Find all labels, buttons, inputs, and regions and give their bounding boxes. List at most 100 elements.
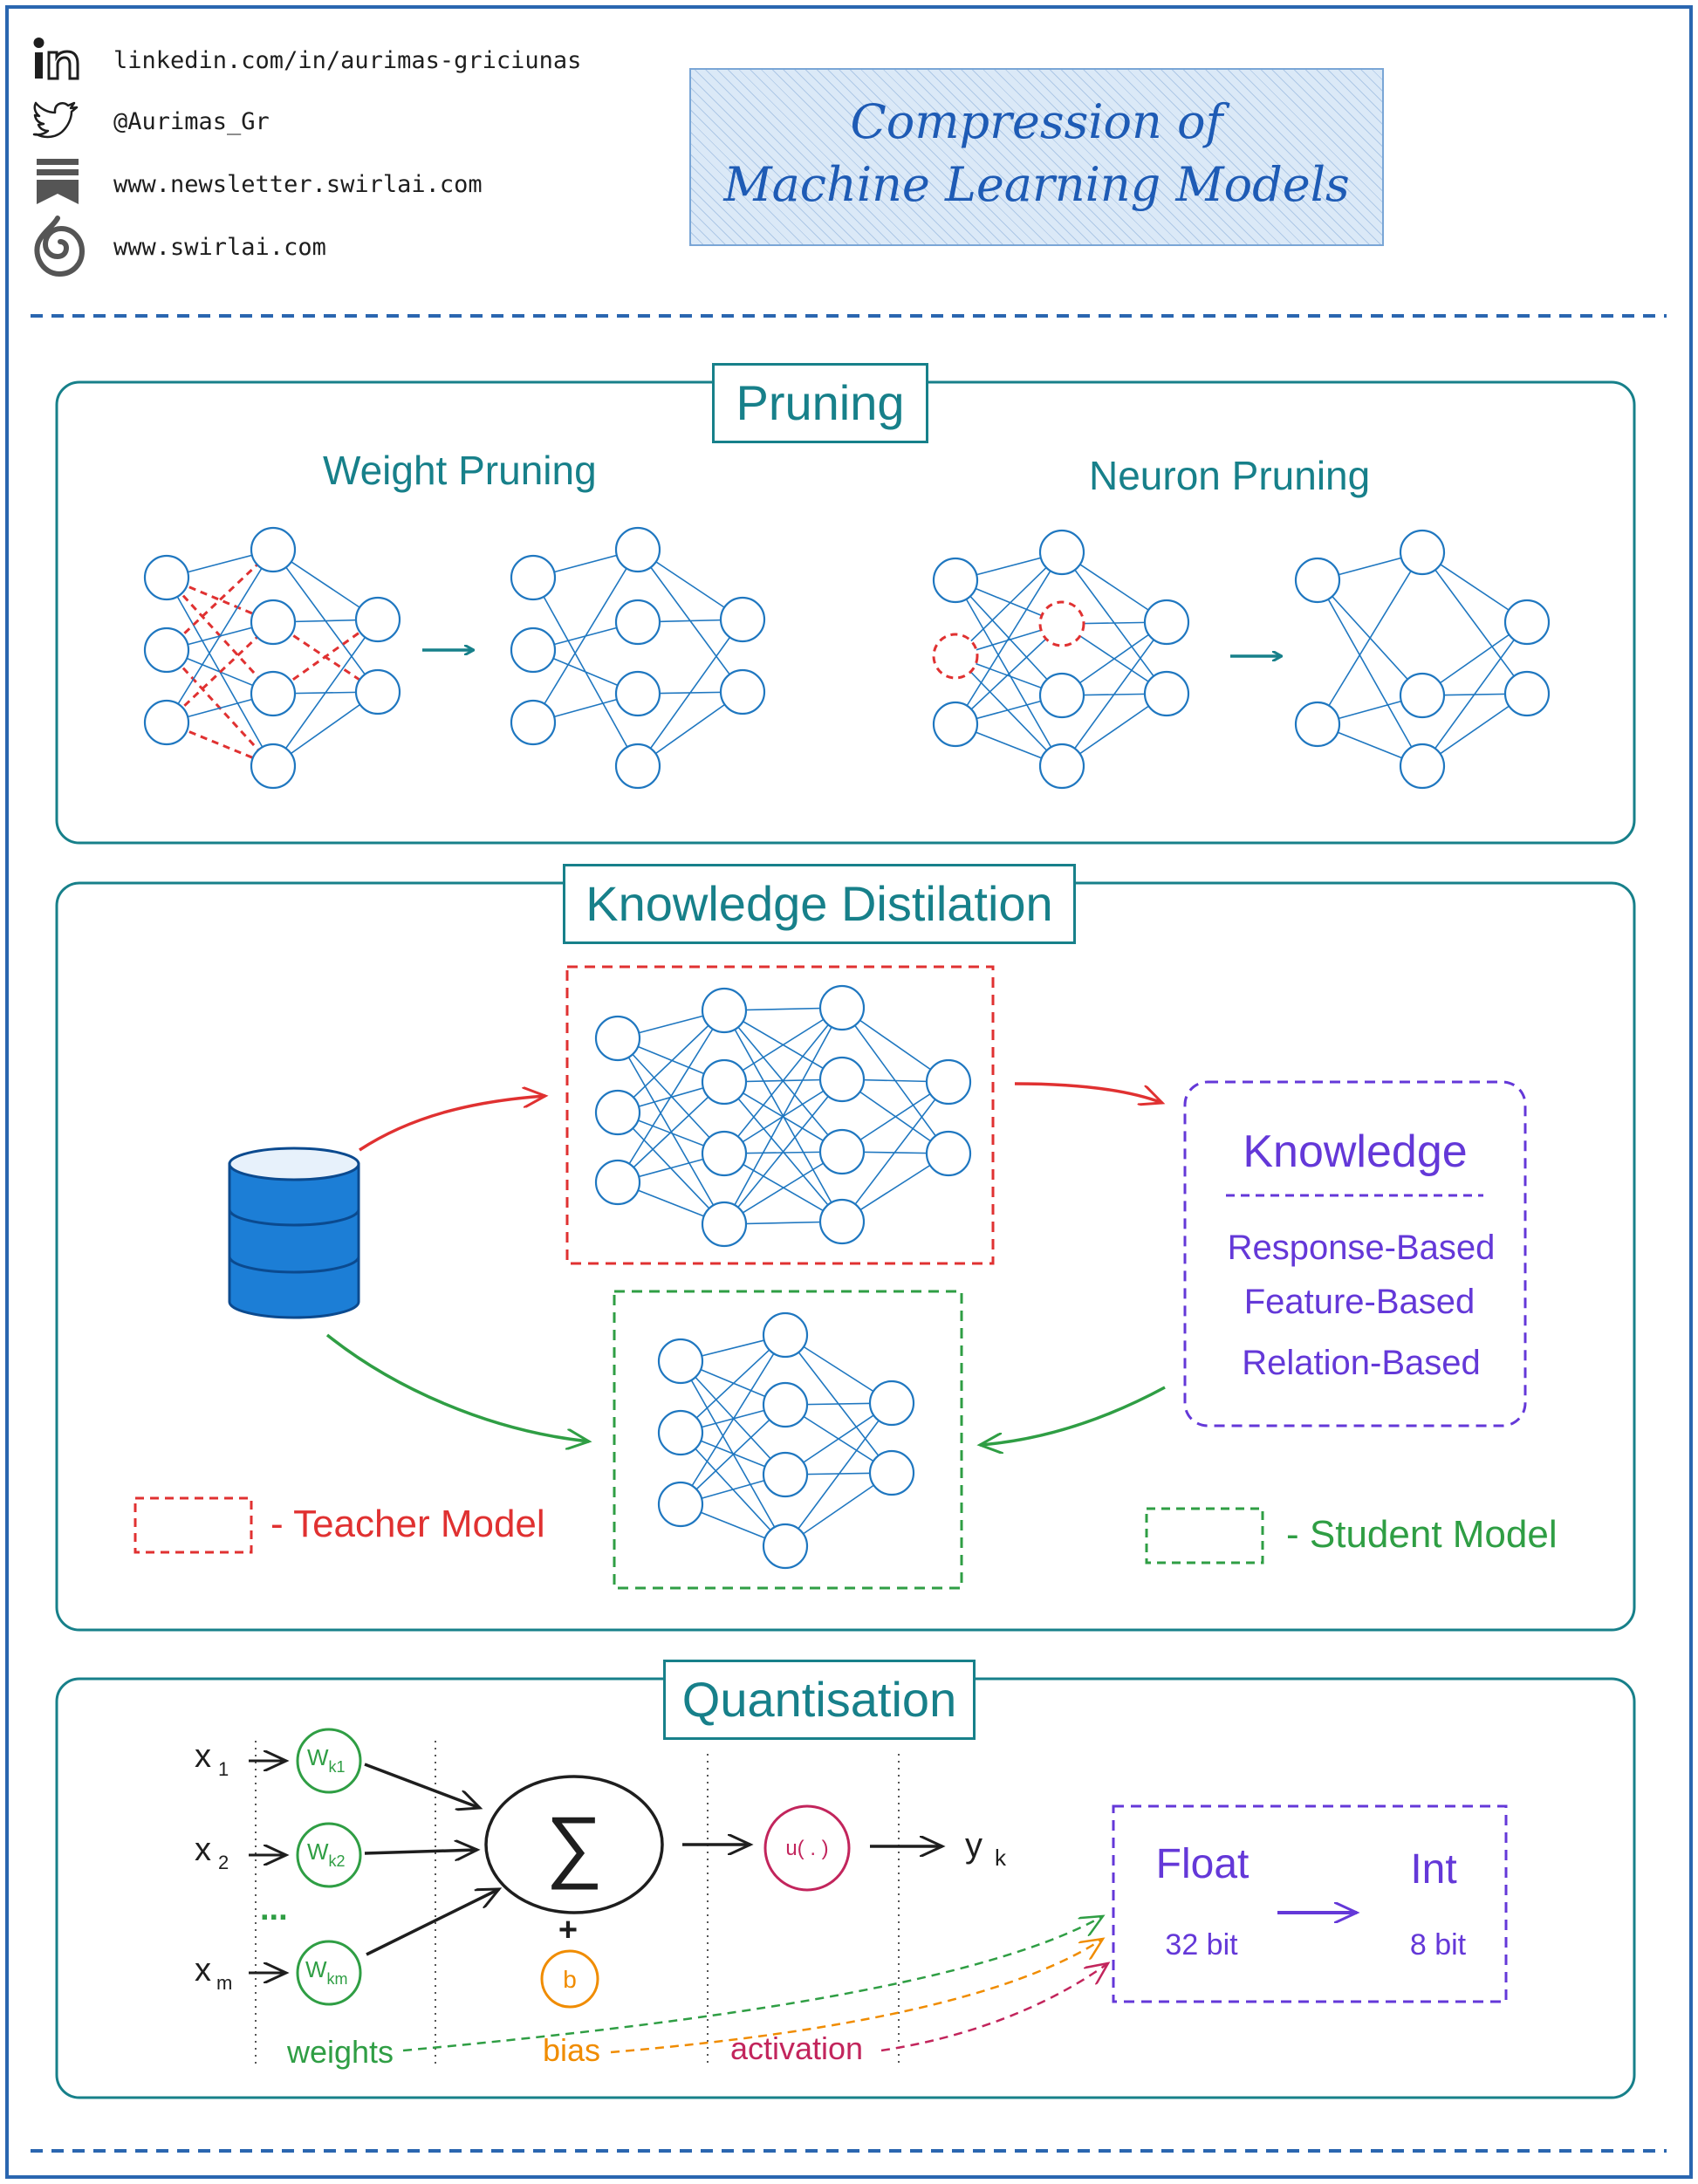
- swirlai-logo-icon[interactable]: [30, 215, 86, 279]
- wk2-to-sum-arrow: [364, 1850, 477, 1853]
- neuron-pruning-before-neuron: [932, 633, 979, 680]
- weight-pruning-after-neuron: [719, 668, 766, 715]
- student-network-neuron: [868, 1449, 915, 1496]
- teacher-network-neuron: [701, 1201, 748, 1248]
- twitter-bird-icon[interactable]: [31, 96, 84, 148]
- weight-label-k1: Wk1: [307, 1744, 346, 1776]
- weight-pruning-after-neuron: [614, 743, 661, 790]
- plus-symbol: +: [558, 1912, 578, 1948]
- student-network-connection: [680, 1334, 786, 1434]
- weight-node-k1: [296, 1728, 362, 1794]
- weight-pruning-before-connection: [272, 618, 379, 695]
- website-link[interactable]: www.swirlai.com: [113, 234, 326, 261]
- teacher-network-connection: [723, 1078, 843, 1225]
- teacher-network-neuron: [594, 1089, 641, 1136]
- weight-node-km: [296, 1940, 362, 2006]
- teacher-network-connection: [723, 1151, 843, 1225]
- weight-node-k2: [296, 1822, 362, 1888]
- linkedin-link[interactable]: linkedin.com/in/aurimas-griciunas: [113, 47, 582, 74]
- student-network-neuron: [657, 1409, 704, 1456]
- inputs-ellipsis: ...: [260, 1891, 288, 1927]
- weight-pruning-title: Weight Pruning: [323, 448, 597, 493]
- weight-pruning-before-connection: [272, 619, 379, 767]
- neuron-pruning-before-neuron: [1038, 743, 1085, 790]
- precision-box: [1112, 1804, 1508, 2003]
- teacher-legend-swatch: [134, 1496, 253, 1554]
- student-network-connection: [784, 1402, 893, 1547]
- student-network-connection: [680, 1334, 786, 1505]
- weight-pruning-after-neuron: [510, 554, 557, 601]
- activation-node: [763, 1804, 851, 1892]
- weight-label-km: Wkm: [305, 1956, 348, 1988]
- teacher-network-neuron: [925, 1130, 972, 1177]
- int-bits-label: 8 bit: [1410, 1928, 1467, 1961]
- teacher-network-connection: [617, 1010, 725, 1183]
- weight-pruning-after-connection: [532, 549, 639, 723]
- weight-pruning-before-neuron: [250, 670, 297, 717]
- neuron-pruning-after-neuron: [1503, 670, 1551, 717]
- weight-pruning-before-neuron: [250, 599, 297, 646]
- weight-pruning-after-neuron: [510, 626, 557, 674]
- bias-node: [540, 1949, 599, 2009]
- summation-symbol: ∑: [545, 1801, 603, 1890]
- student-network-connection: [680, 1404, 786, 1505]
- student-network-neuron: [657, 1481, 704, 1528]
- knowledge-item-feature: Feature-Based: [1243, 1283, 1475, 1321]
- wk1-to-sum-arrow: [364, 1763, 480, 1808]
- neuron-pruning-after-neuron: [1399, 672, 1446, 719]
- weight-pruning-before-neuron: [250, 526, 297, 573]
- title-line-2: Machine Learning Models: [723, 157, 1350, 212]
- weight-pruning-before-neuron: [354, 668, 401, 715]
- activation-arrow: [880, 1963, 1108, 2052]
- float-label: Float: [1156, 1841, 1250, 1887]
- summation-node: [484, 1775, 664, 1914]
- weights-arrow: [402, 1916, 1103, 2052]
- student-legend-swatch: [1145, 1507, 1264, 1564]
- teacher-network-connection: [617, 1081, 725, 1183]
- teacher-network-neuron: [818, 1128, 866, 1175]
- neuron-pruning-after-neuron: [1294, 557, 1341, 604]
- knowledge-item-response: Response-Based: [1227, 1229, 1496, 1267]
- neuron-pruning-before-connection: [955, 655, 1063, 767]
- newsletter-link[interactable]: www.newsletter.swirlai.com: [113, 171, 483, 198]
- float-bits-label: 32 bit: [1165, 1928, 1238, 1961]
- neuron-pruning-before-neuron: [1038, 529, 1085, 576]
- neuron-pruning-before-neuron: [932, 701, 979, 748]
- neuron-pruning-before-connection: [955, 623, 1063, 725]
- weight-pruning-before-neuron: [354, 596, 401, 643]
- teacher-network-neuron: [701, 1058, 748, 1106]
- neuron-pruning-title: Neuron Pruning: [1089, 453, 1371, 498]
- student-network-neuron: [762, 1451, 809, 1498]
- neuron-pruning-after-neuron: [1294, 701, 1341, 748]
- pruning-section-title: Pruning: [712, 363, 928, 443]
- neuron-pruning-before-neuron: [1038, 672, 1085, 719]
- teacher-to-knowledge-arrow: [1014, 1082, 1162, 1103]
- weight-pruning-after-neuron: [614, 599, 661, 646]
- teacher-network-connection: [617, 1010, 725, 1113]
- neuron-pruning-after-connection: [1317, 579, 1423, 767]
- bias-label: bias: [543, 2032, 600, 2068]
- weight-pruning-after-neuron: [510, 699, 557, 746]
- title-banner: Compression of Machine Learning Models: [689, 68, 1384, 246]
- teacher-network-neuron: [818, 984, 866, 1031]
- neuron-pruning-before-neuron: [1143, 670, 1190, 717]
- neural-networks-layer: [143, 526, 1551, 1570]
- neuron-pruning-after-neuron: [1503, 599, 1551, 646]
- linkedin-icon[interactable]: [31, 35, 84, 87]
- neuron-pruning-before-connection: [955, 551, 1063, 725]
- activation-label: activation: [730, 2030, 863, 2066]
- distillation-section-title: Knowledge Distilation: [563, 864, 1076, 944]
- newsletter-bookmark-icon[interactable]: [31, 155, 84, 208]
- twitter-handle[interactable]: @Aurimas_Gr: [113, 108, 270, 135]
- student-model-box: [613, 1290, 963, 1590]
- weight-pruning-before-neuron: [143, 699, 190, 746]
- weight-pruning-after-neuron: [719, 596, 766, 643]
- teacher-network-connection: [723, 1007, 843, 1154]
- quantisation-section-title: Quantisation: [663, 1660, 976, 1740]
- neuron-pruning-before-neuron: [1038, 600, 1085, 647]
- knowledge-item-relation: Relation-Based: [1242, 1344, 1481, 1382]
- student-legend-label: - Student Model: [1286, 1513, 1558, 1556]
- teacher-network-connection: [723, 1007, 843, 1225]
